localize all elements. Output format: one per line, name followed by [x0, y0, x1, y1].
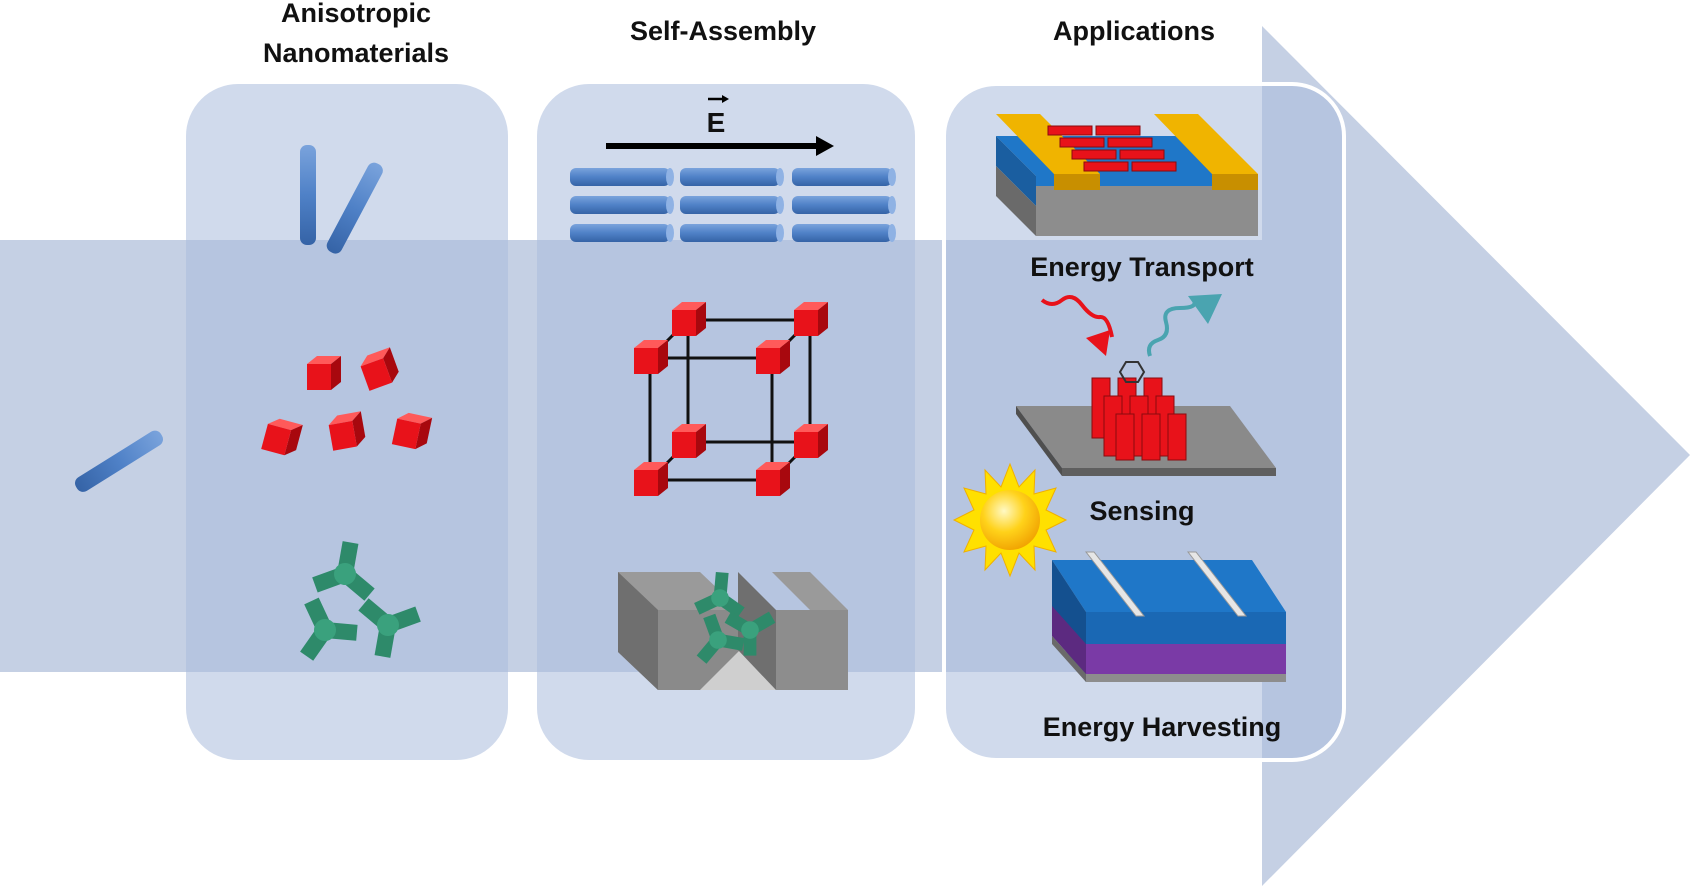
application-label-sensing: Sensing [1089, 496, 1194, 526]
panel-self-assembly: Self-Assembly E [537, 16, 915, 760]
field-label: E [707, 107, 726, 138]
column-title: Self-Assembly [630, 16, 816, 46]
application-label-energy-harvesting: Energy Harvesting [1043, 712, 1282, 742]
aligned-rods [570, 168, 896, 242]
column-title-line-2: Nanomaterials [263, 38, 449, 68]
panel-nanomaterials: Anisotropic Nanomaterials [75, 0, 508, 760]
electric-field-arrow: E [606, 95, 834, 156]
nanorod-icon [75, 145, 383, 492]
wavy-arrow-icon [1040, 294, 1222, 357]
sensing-device [1016, 361, 1276, 476]
sun-icon [952, 462, 1068, 578]
column-title: Applications [1053, 16, 1215, 46]
column-title-line-1: Anisotropic [281, 0, 431, 28]
transport-device [996, 114, 1258, 236]
harvesting-device [1052, 551, 1286, 682]
application-label-energy-transport: Energy Transport [1030, 252, 1254, 282]
panel-applications: Applications Energy Transport [942, 16, 1346, 762]
